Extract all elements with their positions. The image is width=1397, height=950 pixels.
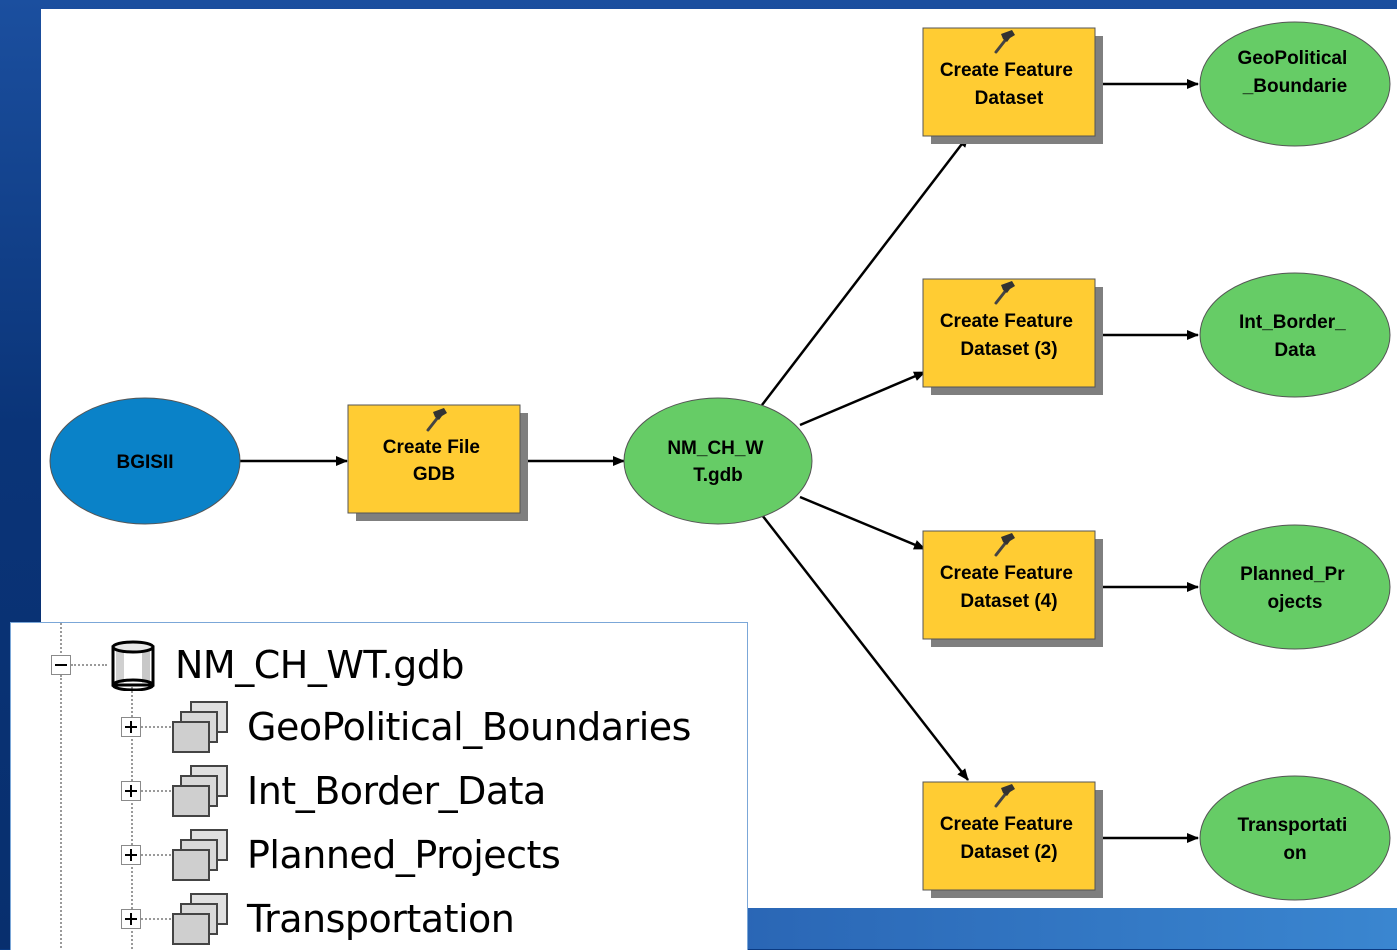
tree-row-dataset[interactable]: Transportation (121, 889, 515, 949)
expand-icon[interactable] (121, 717, 141, 737)
tree-row-dataset[interactable]: Planned_Projects (121, 825, 561, 885)
input-node-label: BGISII (116, 452, 173, 473)
svg-text:NM_CH_W T.gdb: NM_CH_W T.gdb (667, 438, 768, 486)
output-label-line-2: Data (1274, 340, 1316, 361)
create-feature-dataset-tool[interactable]: Create Feature Dataset (922, 27, 1103, 144)
output-node-planned-projects[interactable]: Planned_Pr ojects (1199, 524, 1391, 650)
tree-connector (141, 854, 171, 856)
output-label-line-1: Planned_Pr (1240, 564, 1345, 585)
feature-dataset-icon (172, 893, 228, 945)
tree-label-dataset[interactable]: Planned_Projects (247, 833, 561, 877)
input-node-bgisii[interactable]: BGISII (49, 397, 241, 525)
connector-gdb-to-tool-4 (799, 495, 926, 551)
svg-text:Create Feature Dataset (: Create Feature Dataset (4) (940, 563, 1078, 612)
create-feature-dataset-2-tool[interactable]: Create Feature Dataset (2) (922, 781, 1103, 898)
create-feature-dataset-3-tool[interactable]: Create Feature Dataset (3) (922, 278, 1103, 395)
tool-label-line-2: Dataset (4) (960, 591, 1057, 612)
connector-gdb-to-tool-3 (799, 370, 926, 427)
hammer-icon (994, 533, 1015, 557)
output-label-line-1: GeoPolitical (1237, 48, 1347, 69)
tool-label-line-1: Create Feature (940, 311, 1073, 332)
tree-connector (71, 664, 107, 666)
tool-label-line-2: Dataset (975, 88, 1044, 109)
tree-label-dataset[interactable]: Int_Border_Data (247, 769, 546, 813)
tree-row-root[interactable]: NM_CH_WT.gdb (51, 635, 465, 695)
gdb-label-line-2: T.gdb (693, 465, 743, 486)
tool-label-line-2: GDB (413, 464, 455, 485)
hammer-icon (994, 30, 1015, 54)
tree-label-dataset[interactable]: GeoPolitical_Boundaries (247, 705, 691, 749)
output-label-line-1: Int_Border_ (1239, 312, 1346, 333)
tree-label-root[interactable]: NM_CH_WT.gdb (175, 643, 465, 687)
file-geodatabase-icon (111, 640, 155, 691)
output-label-line-2: ojects (1268, 592, 1323, 613)
expand-icon[interactable] (121, 909, 141, 929)
connector-gdb-to-tool-1 (761, 135, 969, 406)
svg-text:Planned_Pr ojects: Planned_Pr ojects (1240, 564, 1350, 613)
output-node-geopolitical-boundaries[interactable]: GeoPolitical _Boundarie (1199, 21, 1391, 147)
tool-label-line-1: Create File (383, 437, 480, 458)
tree-label-dataset[interactable]: Transportation (247, 897, 515, 941)
hammer-icon (994, 281, 1015, 305)
create-feature-dataset-4-tool[interactable]: Create Feature Dataset (4) (922, 530, 1103, 647)
tree-guide-line (60, 623, 62, 665)
tool-label-line-1: Create Feature (940, 814, 1073, 835)
slide-bottom-strip (740, 908, 1397, 949)
tool-label-line-2: Dataset (2) (960, 842, 1057, 863)
gdb-output-node[interactable]: NM_CH_W T.gdb (623, 397, 813, 525)
feature-dataset-icon (172, 829, 228, 881)
tool-label-line-2: Dataset (3) (960, 339, 1057, 360)
hammer-icon (426, 408, 447, 432)
output-node-transportation[interactable]: Transportati on (1199, 775, 1391, 901)
tool-label-line-1: Create Feature (940, 60, 1073, 81)
svg-text:Transportati on: Transportati on (1237, 815, 1352, 864)
expand-icon[interactable] (121, 781, 141, 801)
connector-gdb-to-tool-2 (761, 514, 969, 781)
hammer-icon (994, 784, 1015, 808)
tree-row-dataset[interactable]: GeoPolitical_Boundaries (121, 697, 691, 757)
svg-text:BGISII: BGISII (116, 452, 173, 473)
svg-text:Create Feature Dataset: Create Feature Dataset (940, 60, 1078, 109)
output-label-line-1: Transportati (1237, 815, 1347, 836)
feature-dataset-icon (172, 765, 228, 817)
feature-dataset-icon (172, 701, 228, 753)
collapse-icon[interactable] (51, 655, 71, 675)
output-label-line-2: on (1283, 843, 1306, 864)
svg-text:Create File GDB: Create File GDB (383, 437, 485, 485)
tree-connector (141, 790, 171, 792)
tree-guide-line (131, 683, 133, 950)
svg-text:Create Feature Dataset (: Create Feature Dataset (2) (940, 814, 1078, 863)
svg-text:GeoPolitical _Boundarie: GeoPolitical _Boundarie (1237, 48, 1352, 97)
connectors (240, 79, 1199, 843)
catalog-tree-panel: NM_CH_WT.gdb GeoPolitical_Boundaries Int… (10, 622, 748, 950)
svg-text:Create Feature Dataset (: Create Feature Dataset (3) (940, 311, 1078, 360)
tree-connector (141, 726, 171, 728)
output-label-line-2: _Boundarie (1242, 76, 1348, 97)
output-node-int-border-data[interactable]: Int_Border_ Data (1199, 272, 1391, 398)
tree-guide-line (60, 675, 62, 950)
gdb-label-line-1: NM_CH_W (667, 438, 763, 459)
tree-row-dataset[interactable]: Int_Border_Data (121, 761, 546, 821)
create-file-gdb-tool[interactable]: Create File GDB (347, 404, 528, 521)
expand-icon[interactable] (121, 845, 141, 865)
tree-connector (141, 918, 171, 920)
tool-label-line-1: Create Feature (940, 563, 1073, 584)
svg-text:Int_Border_ Data: Int_Border_ Data (1239, 312, 1351, 361)
